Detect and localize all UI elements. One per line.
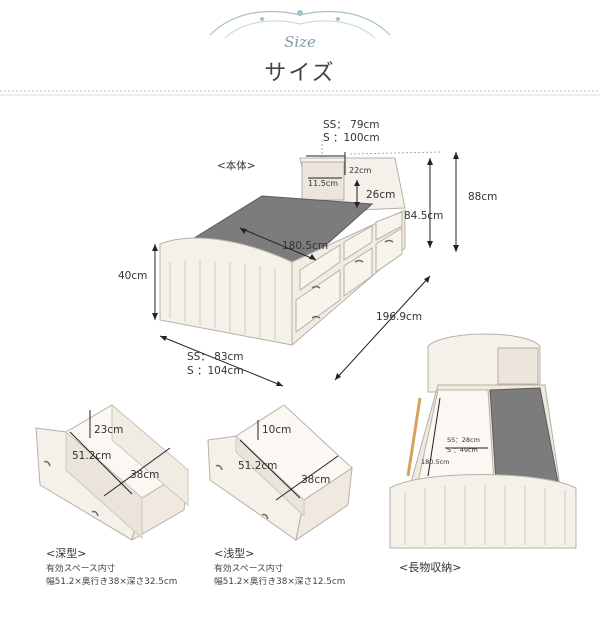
dim-22-label: 22cm [349,166,372,175]
shallow-drawer-length-label: 51.2cm [238,460,278,472]
dim-196-9-label: 196.9cm [376,311,423,323]
size-script-label: Size [284,33,316,51]
deep-drawer-length-label: 51.2cm [72,450,112,462]
dim-84-5-label: 84.5cm [404,210,444,222]
dim-88-label: 88cm [468,191,498,203]
header-ornament [0,10,600,96]
long-storage-inner-ss-label: SS：28cm [447,436,480,444]
dim-26-label: 26cm [366,189,396,201]
dim-40-label: 40cm [118,270,148,282]
width-s-label: S ：100cm [323,132,380,144]
shallow-drawer-caption-line2: 幅51.2×奥行き38×深さ12.5cm [214,577,346,587]
long-storage-inner-s-label: S ：49cm [447,446,478,454]
shallow-drawer-caption-title: <浅型> [214,547,255,560]
dim-180-5-label: 180.5cm [282,240,329,252]
deep-drawer-caption-line2: 幅51.2×奥行き38×深さ32.5cm [46,577,178,587]
dim-11-5-label: 11.5cm [308,179,339,188]
main-bed-label: <本体> [217,160,256,172]
shallow-drawer-depth-label: 10cm [262,424,292,436]
deep-drawer-depth-label: 23cm [94,424,124,436]
deep-drawer-width-label: 38cm [130,469,160,481]
page-title: サイズ [264,61,336,86]
footer-width-s-label: S ：104cm [187,365,244,377]
deep-drawer-caption-title: <深型> [46,547,87,560]
shallow-drawer-width-label: 38cm [301,474,331,486]
width-ss-label: SS： 79cm [323,119,380,131]
footer-width-ss-label: SS： 83cm [187,351,244,363]
long-storage-length-label: 180.5cm [421,458,450,466]
long-storage-caption-title: <長物収納> [399,561,462,574]
shallow-drawer-caption-line1: 有効スペース内寸 [214,564,284,574]
deep-drawer-caption-line1: 有効スペース内寸 [46,564,116,574]
